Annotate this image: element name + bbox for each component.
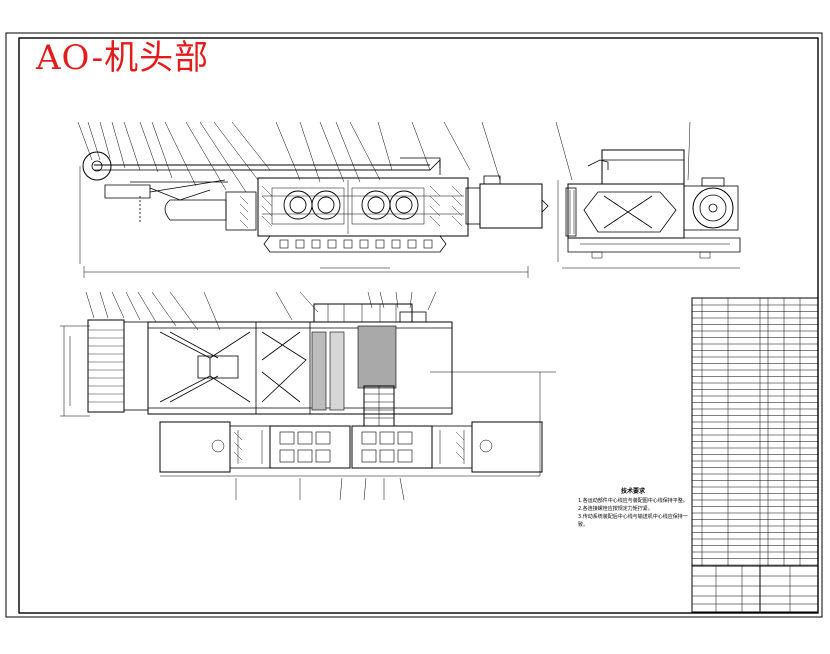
drawing-title: AO-机头部 [36,38,210,78]
outer-border [5,32,823,618]
stipple-block-right [357,325,397,389]
parts-list-table [691,297,819,613]
notes-heading: 技术要求 [620,488,645,495]
plan-view [60,291,556,501]
stipple-block-mid [329,331,345,411]
inner-border [18,37,819,614]
side-view [77,121,549,278]
technical-notes: 技术要求 1.各运动部件中心线应与装配图中心线保持平整。 2.各连接螺栓应按规定… [578,488,688,529]
end-view [555,121,741,269]
note-line: 1.各运动部件中心线应与装配图中心线保持平整。 [578,498,688,504]
note-line: 2.各连接螺栓应按规定力矩拧紧。 [578,506,653,512]
stipple-block-left [311,331,327,411]
note-line: 3.传动系统装配后中心线与输送机中心线应保持一致。 [578,514,688,528]
